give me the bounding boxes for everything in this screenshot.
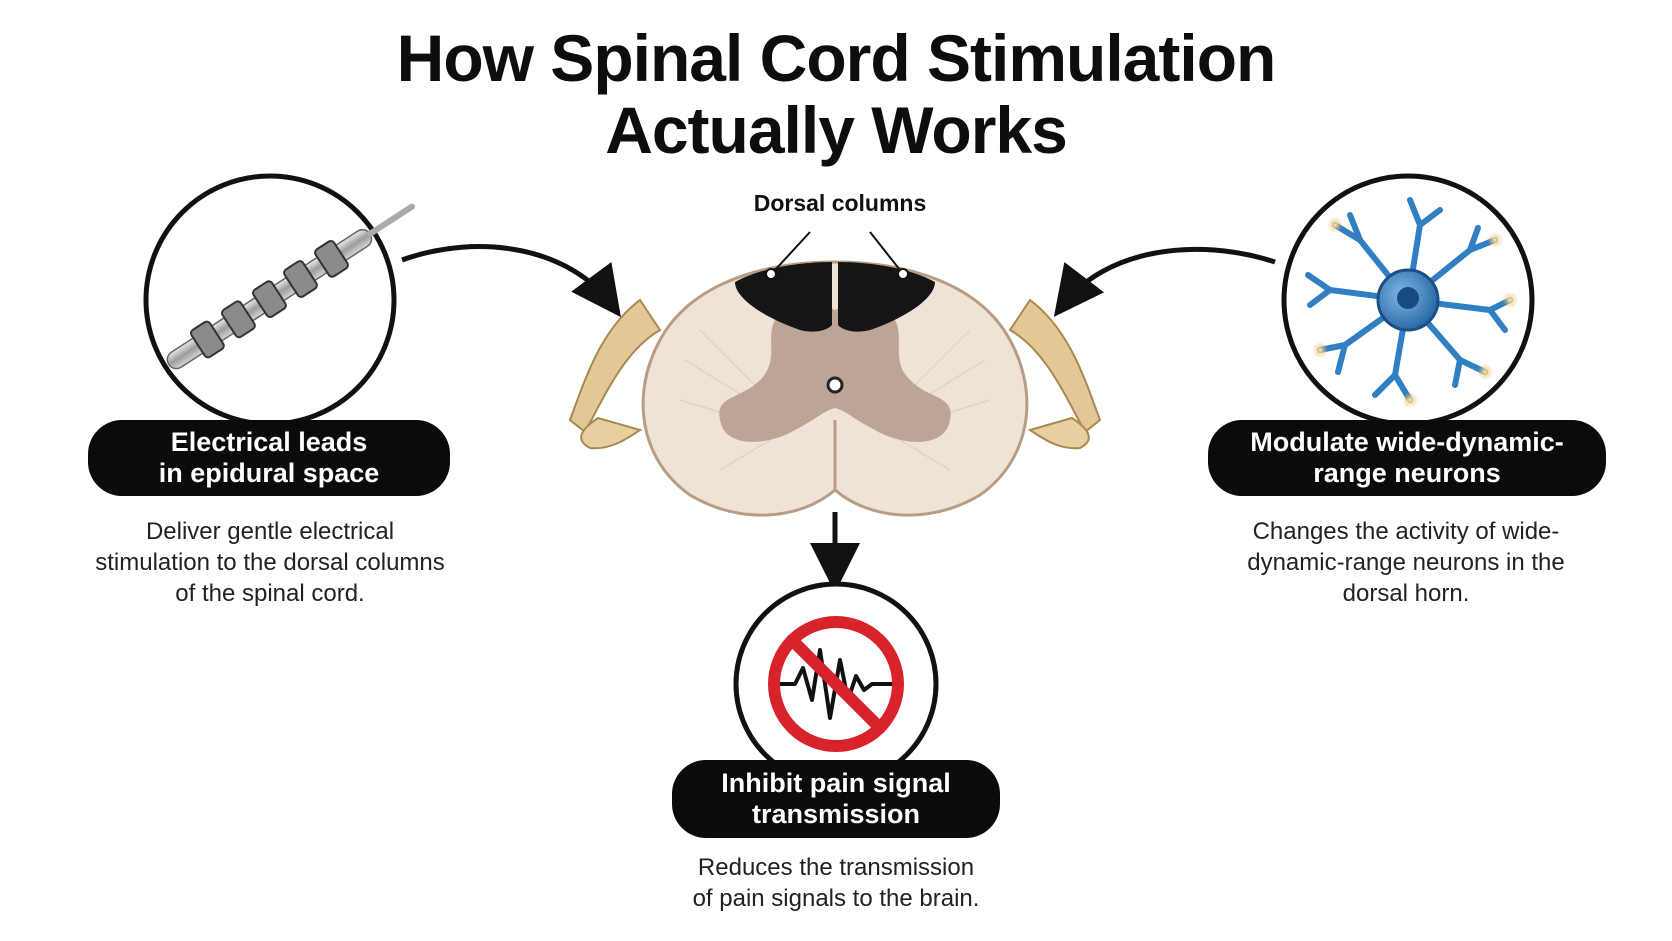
no-pain-signal-icon [733,581,939,787]
step-bottom-label-line-2: transmission [751,799,921,829]
step-bottom-label-line-1: Inhibit pain signal [721,768,951,798]
step-right-label: Modulate wide-dynamic- range neurons [1208,420,1606,496]
page-title: How Spinal Cord Stimulation Actually Wor… [0,22,1672,166]
neuron-icon [1281,173,1535,427]
step-left-desc-line-3: of the spinal cord. [175,580,365,607]
step-left-label-line-2: in epidural space [158,458,380,488]
step-bottom-label: Inhibit pain signal transmission [672,760,1000,838]
step-bottom-description: Reduces the transmission of pain signals… [636,852,1036,914]
title-line-1: How Spinal Cord Stimulation [396,21,1277,95]
step-left-description: Deliver gentle electrical stimulation to… [70,516,470,609]
step-left-desc-line-2: stimulation to the dorsal columns [95,549,445,576]
title-line-2: Actually Works [605,93,1068,167]
spinal-cord-illustration [568,231,1102,517]
step-bottom-desc-line-2: of pain signals to the brain. [692,885,980,912]
step-right-description: Changes the activity of wide- dynamic-ra… [1206,516,1606,609]
step-right-label-line-2: range neurons [1313,458,1501,488]
step-left-label: Electrical leads in epidural space [88,420,450,496]
step-bottom-desc-line-1: Reduces the transmission [697,854,975,881]
dorsal-columns-label: Dorsal columns [753,190,927,216]
step-left-desc-line-1: Deliver gentle electrical [145,518,395,545]
arrow-right-to-cord [1053,246,1276,317]
step-right-desc-line-3: dorsal horn. [1342,580,1470,607]
step-right-desc-line-2: dynamic-range neurons in the [1247,549,1565,576]
arrow-left-to-cord [401,244,621,318]
step-left-label-line-1: Electrical leads [170,427,368,457]
electrode-lead-icon [143,173,416,427]
step-right-desc-line-1: Changes the activity of wide- [1252,518,1560,545]
step-right-label-line-1: Modulate wide-dynamic- [1250,427,1564,457]
